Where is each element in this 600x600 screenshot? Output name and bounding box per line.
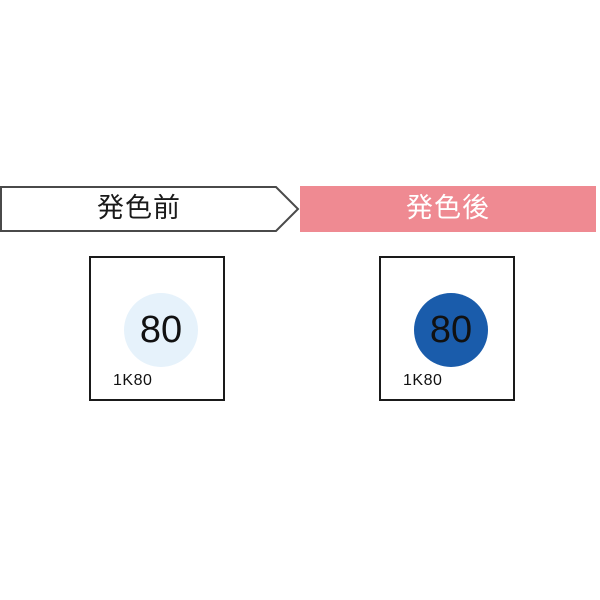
arrow-shape: [0, 186, 300, 232]
before-temperature-dot: 80: [124, 293, 198, 367]
before-label: 発色前: [97, 193, 181, 224]
before-indicator-card: 80 1K80: [89, 256, 225, 401]
after-model-label: 1K80: [403, 372, 443, 389]
after-temperature-dot: 80: [414, 293, 488, 367]
after-label: 発色後: [406, 193, 490, 224]
after-banner: 発色後: [300, 186, 596, 232]
after-indicator-card: 80 1K80: [379, 256, 515, 401]
before-model-label: 1K80: [113, 372, 153, 389]
before-banner: 発色前: [0, 186, 300, 232]
